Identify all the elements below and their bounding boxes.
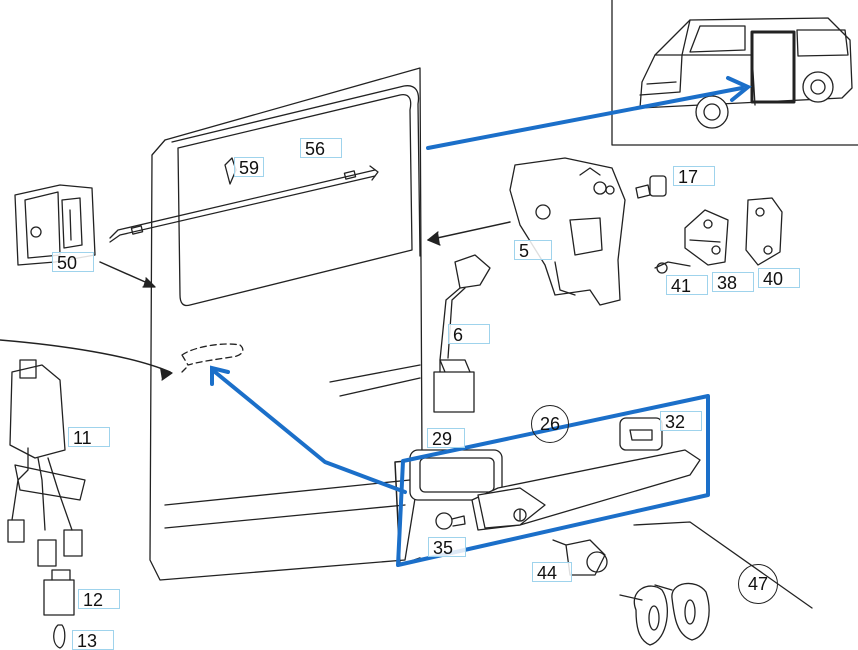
part-label-38[interactable]: 38 xyxy=(712,272,754,293)
highlight-arrowhead-van xyxy=(726,76,752,102)
van-overview-inset xyxy=(611,0,858,146)
part-circle-47-text: 47 xyxy=(747,574,769,594)
part-label-11[interactable]: 11 xyxy=(68,427,110,448)
part-label-50[interactable]: 50 xyxy=(52,252,94,273)
key-set xyxy=(619,521,813,646)
highlight-arrowhead-door xyxy=(210,365,230,386)
part-label-29[interactable]: 29 xyxy=(427,428,465,449)
highlight-arrow-to-van xyxy=(426,86,744,150)
outer-handle-assembly xyxy=(394,417,701,566)
highlight-box-handle xyxy=(396,394,710,567)
connector-and-clip xyxy=(43,569,75,649)
highlight-arrow-to-door xyxy=(213,370,407,494)
part-label-44[interactable]: 44 xyxy=(532,562,572,583)
part-circle-26-text: 26 xyxy=(539,414,561,434)
part-circle-26[interactable]: 26 xyxy=(531,405,569,443)
sliding-door-panel xyxy=(149,67,423,581)
lock-assembly xyxy=(427,157,626,306)
gasket-plate xyxy=(745,197,783,266)
part-label-6[interactable]: 6 xyxy=(448,324,490,345)
striker-plate xyxy=(654,209,729,274)
part-label-13[interactable]: 13 xyxy=(72,630,114,650)
part-label-59[interactable]: 59 xyxy=(234,157,265,178)
inner-handle xyxy=(14,184,156,288)
part-label-32[interactable]: 32 xyxy=(660,411,702,432)
central-lock-actuator xyxy=(0,339,173,567)
highlight-annotations xyxy=(210,76,752,567)
part-circle-47[interactable]: 47 xyxy=(738,564,778,604)
part-label-40[interactable]: 40 xyxy=(758,268,800,289)
part-label-41[interactable]: 41 xyxy=(666,275,708,296)
part-label-56[interactable]: 56 xyxy=(300,138,342,159)
switch-harness xyxy=(433,254,491,413)
part-label-17[interactable]: 17 xyxy=(673,166,715,187)
part-label-12[interactable]: 12 xyxy=(78,589,120,610)
van-illustration xyxy=(639,17,853,129)
part-label-35[interactable]: 35 xyxy=(428,537,466,558)
bolt xyxy=(635,175,667,199)
part-label-5[interactable]: 5 xyxy=(514,240,552,261)
